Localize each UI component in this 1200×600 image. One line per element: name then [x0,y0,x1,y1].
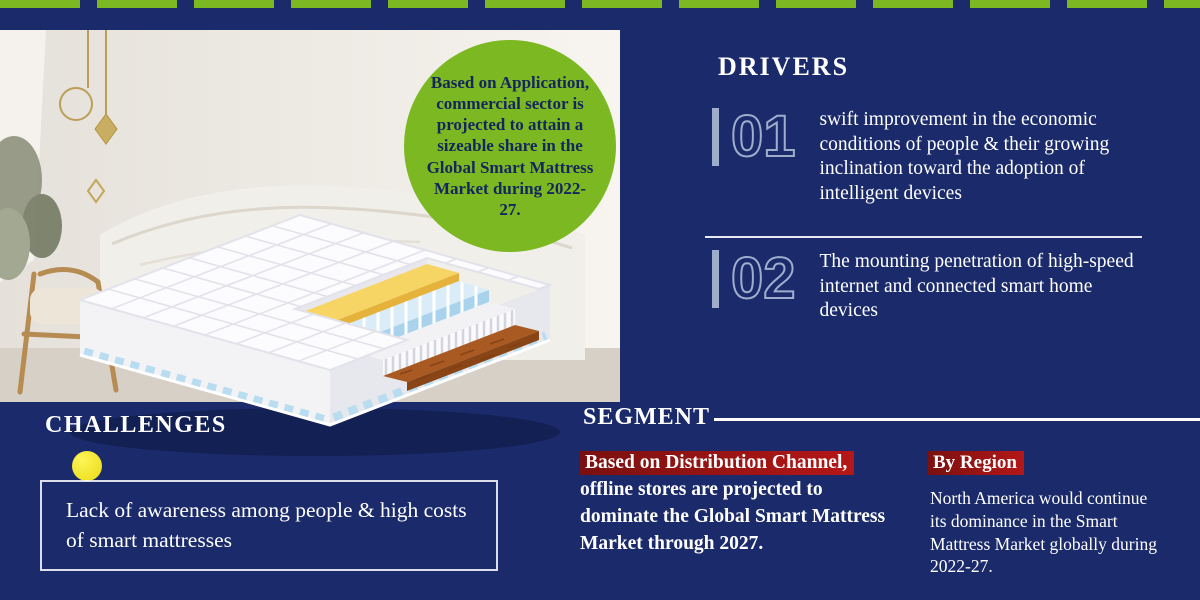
drivers-divider [705,236,1142,238]
driver-item-1: 01 swift improvement in the economic con… [712,107,1152,206]
application-callout-text: Based on Application, commercial sector … [426,73,594,219]
segment-rest-text: offline stores are projected to dominate… [580,478,886,554]
application-callout-circle: Based on Application, commercial sector … [404,40,616,252]
plant [0,136,62,280]
pendant-lights [59,30,107,121]
by-region-text: North America would continue its dominan… [930,488,1157,577]
segment-paragraph: Based on Distribution Channel, offline s… [580,450,900,558]
top-green-dashed-border [0,0,1200,8]
mattress-cutaway [76,213,554,427]
challenges-text: Lack of awareness among people & high co… [66,498,467,552]
yellow-bullet-dot [72,451,102,481]
by-region-label-wrap: By Region [928,451,1024,475]
driver-text-1: swift improvement in the economic condit… [819,109,1110,204]
drivers-title: DRIVERS [718,52,850,81]
driver-number-2: 02 [712,249,797,309]
challenges-box: Lack of awareness among people & high co… [40,480,498,571]
segment-title: SEGMENT [583,404,711,430]
segment-highlight: Based on Distribution Channel, [580,451,855,475]
challenges-title: CHALLENGES [45,412,227,438]
segment-title-rule [714,418,1200,421]
by-region-label: By Region [928,451,1024,475]
driver-number-1: 01 [712,107,797,167]
driver-text-2: The mounting penetration of high-speed i… [819,251,1134,322]
driver-item-2: 02 The mounting penetration of high-spee… [712,249,1152,324]
